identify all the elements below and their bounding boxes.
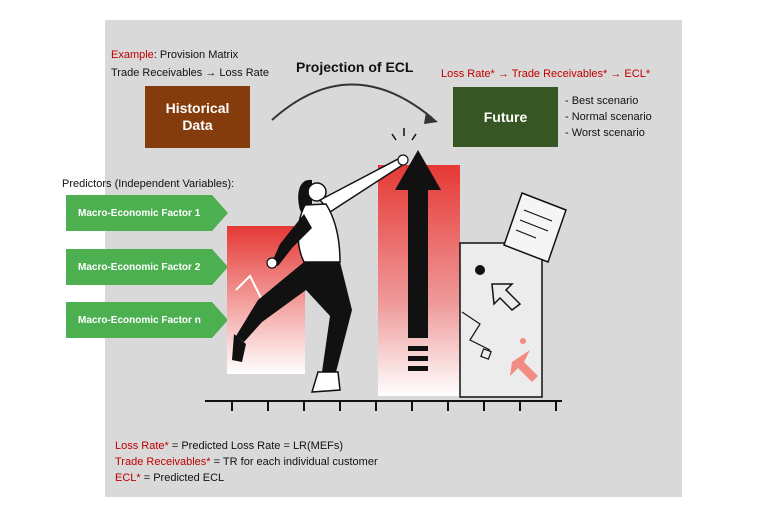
predictor-label-1: Macro-Economic Factor 1 bbox=[78, 207, 201, 219]
footnote-def-loss-rate: = Predicted Loss Rate = LR(MEFs) bbox=[168, 440, 344, 452]
historical-label: Historical Data bbox=[165, 100, 230, 133]
footnote-loss-rate: Loss Rate* = Predicted Loss Rate = LR(ME… bbox=[115, 440, 343, 452]
paper-lines bbox=[515, 209, 553, 239]
footnote-term-trade-receivables: Trade Receivables* bbox=[115, 456, 211, 468]
predictor-label-n: Macro-Economic Factor n bbox=[78, 314, 201, 326]
predictor-arrow-1 bbox=[66, 195, 228, 231]
board-red-arrow bbox=[510, 350, 538, 382]
footnote-def-trade-receivables: = TR for each individual customer bbox=[210, 456, 378, 468]
arrow-bar-2 bbox=[408, 356, 428, 361]
board-arrow-outline bbox=[491, 283, 522, 311]
predictors-heading: Predictors (Independent Variables): bbox=[62, 178, 235, 190]
example-label: Example bbox=[111, 49, 154, 61]
footnote-ecl: ECL* = Predicted ECL bbox=[115, 472, 224, 484]
arrow-bar-3 bbox=[408, 366, 428, 371]
footnote-def-ecl: = Predicted ECL bbox=[140, 472, 225, 484]
baseline-ticks bbox=[231, 401, 557, 411]
projection-title: Projection of ECL bbox=[296, 59, 414, 75]
board-small-square bbox=[480, 348, 492, 360]
predictor-label-2: Macro-Economic Factor 2 bbox=[78, 261, 201, 273]
arrow-bar-1 bbox=[408, 346, 428, 351]
sparkle-lines bbox=[391, 128, 417, 141]
floating-paper bbox=[503, 192, 567, 263]
example-line: Example: Provision Matrix bbox=[111, 49, 238, 61]
black-up-arrow bbox=[395, 150, 441, 338]
predictor-arrow-2 bbox=[66, 249, 228, 285]
trade-line: Trade Receivables → Loss Rate bbox=[111, 67, 269, 79]
person-figure bbox=[232, 154, 409, 393]
board-dot bbox=[475, 265, 485, 275]
board-lines bbox=[461, 311, 491, 351]
footnote-term-ecl: ECL* bbox=[115, 472, 141, 484]
board-red-dot bbox=[520, 338, 526, 344]
projection-curve-arrow bbox=[271, 83, 433, 121]
scenario-best: - Best scenario bbox=[565, 95, 639, 107]
projection-arrowhead bbox=[424, 112, 438, 124]
loss-rate-flow: Loss Rate* → Trade Receivables* → ECL* bbox=[441, 68, 651, 80]
footnote-term-loss-rate: Loss Rate* bbox=[115, 440, 169, 452]
scenario-normal: - Normal scenario bbox=[565, 111, 652, 123]
historical-data-box: Historical Data bbox=[145, 86, 250, 148]
scenario-worst: - Worst scenario bbox=[565, 127, 645, 139]
example-text: : Provision Matrix bbox=[153, 49, 239, 61]
future-label: Future bbox=[483, 109, 528, 125]
footnote-trade-receivables: Trade Receivables* = TR for each individ… bbox=[115, 456, 378, 468]
future-box: Future bbox=[453, 87, 558, 147]
predictor-arrow-n bbox=[66, 302, 228, 338]
